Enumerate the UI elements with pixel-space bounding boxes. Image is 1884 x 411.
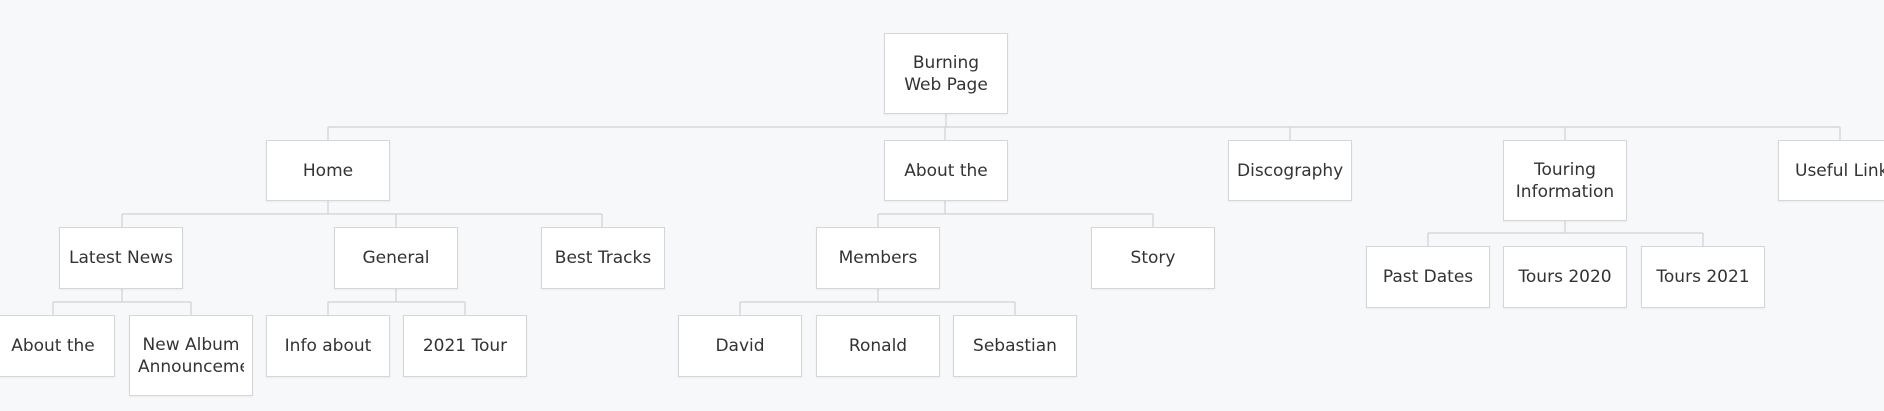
node-2021-tour[interactable]: 2021 Tour: [403, 315, 527, 377]
node-best-tracks[interactable]: Best Tracks: [541, 227, 665, 289]
node-latest-news[interactable]: Latest News: [59, 227, 183, 289]
node-members[interactable]: Members: [816, 227, 940, 289]
node-david[interactable]: David: [678, 315, 802, 377]
node-david-label: David: [715, 336, 765, 356]
node-ronald-label: Ronald: [848, 336, 908, 356]
node-discography-label: Discography: [1237, 160, 1343, 181]
node-members-label: Members: [838, 248, 918, 268]
node-new-album-announcement-label: New Album Announceme: [138, 334, 244, 377]
node-discography[interactable]: Discography: [1228, 140, 1352, 201]
node-ronald[interactable]: Ronald: [816, 315, 940, 377]
node-general-label: General: [362, 248, 430, 268]
node-about-the-news[interactable]: About the: [0, 315, 115, 377]
node-story-label: Story: [1130, 248, 1176, 268]
node-story[interactable]: Story: [1091, 227, 1215, 289]
node-new-album-announcement[interactable]: New Album Announceme: [129, 315, 253, 396]
node-general[interactable]: General: [334, 227, 458, 289]
connector-general: [327, 289, 466, 315]
node-about-the[interactable]: About the: [884, 140, 1008, 201]
connector-home: [121, 201, 603, 227]
node-sebastian[interactable]: Sebastian: [953, 315, 1077, 377]
node-info-about-label: Info about: [284, 336, 372, 356]
connector-root: [327, 114, 1841, 140]
node-2021-tour-label: 2021 Tour: [422, 336, 508, 356]
node-useful-links-label: Useful Links: [1795, 160, 1884, 181]
connector-members: [739, 289, 1016, 315]
node-touring-information[interactable]: Touring Information: [1503, 140, 1627, 221]
node-root-label: Burning Web Page: [904, 52, 988, 95]
node-touring-information-label: Touring Information: [1515, 159, 1615, 202]
node-best-tracks-label: Best Tracks: [554, 248, 652, 268]
node-tours-2020[interactable]: Tours 2020: [1503, 246, 1627, 308]
connector-about: [877, 201, 1154, 227]
node-home[interactable]: Home: [266, 140, 390, 201]
node-about-the-label: About the: [904, 160, 988, 181]
node-sebastian-label: Sebastian: [973, 336, 1057, 356]
node-tours-2020-label: Tours 2020: [1518, 267, 1612, 287]
node-tours-2021[interactable]: Tours 2021: [1641, 246, 1765, 308]
node-past-dates[interactable]: Past Dates: [1366, 246, 1490, 308]
node-about-the-news-label: About the: [11, 336, 95, 356]
node-info-about[interactable]: Info about: [266, 315, 390, 377]
connector-touring: [1427, 221, 1704, 246]
node-tours-2021-label: Tours 2021: [1656, 267, 1750, 287]
node-latest-news-label: Latest News: [69, 248, 173, 268]
node-useful-links[interactable]: Useful Links: [1778, 140, 1884, 201]
node-home-label: Home: [302, 160, 354, 181]
connector-latest-news: [52, 289, 192, 315]
node-past-dates-label: Past Dates: [1382, 267, 1474, 287]
node-root[interactable]: Burning Web Page: [884, 33, 1008, 114]
